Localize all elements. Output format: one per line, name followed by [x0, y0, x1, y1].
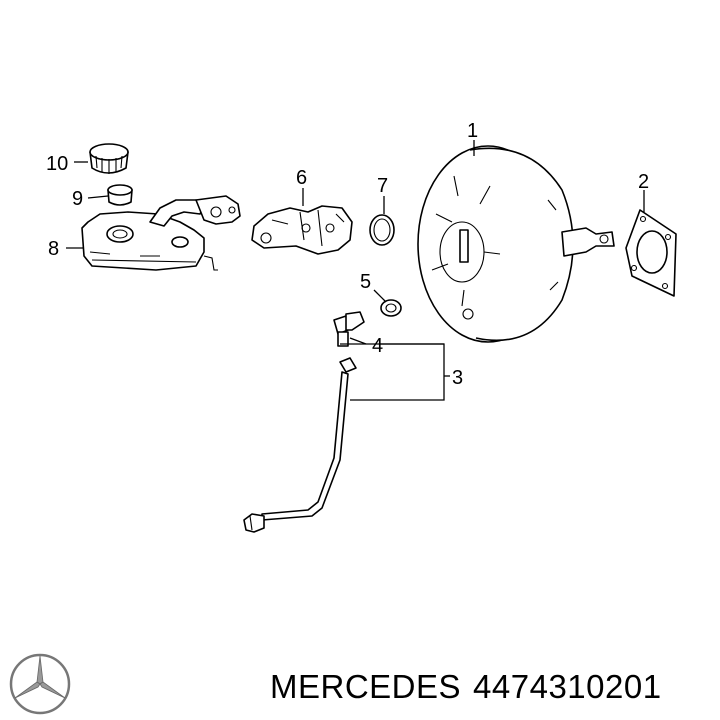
- part-4-check-valve: [333, 311, 365, 347]
- callout-6: 6: [296, 167, 307, 189]
- callout-2: 2: [638, 171, 649, 193]
- part-8-fluid-reservoir: [81, 195, 241, 271]
- part-10-reservoir-cap: [89, 143, 129, 174]
- part-2-gasket: [625, 209, 677, 297]
- footer-caption: MERCEDES 4474310201: [270, 668, 662, 706]
- footer: MERCEDES 4474310201: [0, 632, 720, 720]
- part-7-o-ring: [369, 214, 395, 246]
- leader-lines: [66, 140, 645, 401]
- callout-8: 8: [48, 238, 59, 260]
- brand-name: MERCEDES: [270, 668, 462, 705]
- three-pointed-star-icon: [9, 653, 71, 715]
- callout-5: 5: [360, 271, 371, 293]
- part-number: 4474310201: [473, 668, 662, 705]
- part-5-grommet: [380, 299, 402, 317]
- part-1-brake-booster: [417, 145, 615, 343]
- callout-10: 10: [46, 153, 68, 175]
- part-3-vacuum-hose: [243, 357, 357, 533]
- callout-labels: 1 2 3 4 5 6 7 8 9 10: [46, 120, 649, 389]
- callout-3: 3: [452, 367, 463, 389]
- part-6-master-cylinder: [251, 205, 353, 255]
- callout-1: 1: [467, 120, 478, 142]
- callout-9: 9: [72, 188, 83, 210]
- callout-4: 4: [372, 335, 383, 357]
- part-9-seal: [107, 184, 133, 206]
- callout-7: 7: [377, 175, 388, 197]
